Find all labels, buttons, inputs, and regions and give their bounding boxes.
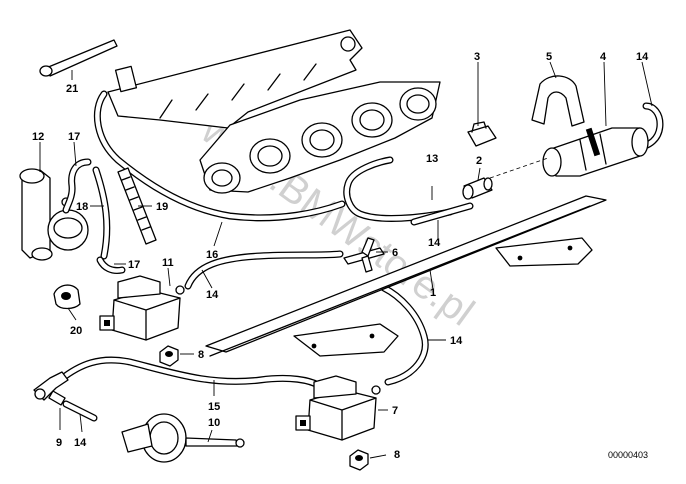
sleeve-19	[117, 167, 157, 245]
canister-clamp	[531, 75, 585, 127]
cable-tie	[39, 39, 118, 77]
hose-13	[343, 156, 454, 222]
hose-14-right	[380, 284, 429, 386]
callout-15: 15	[208, 401, 220, 413]
vacuum-unit	[121, 413, 245, 463]
thermo-valve	[19, 168, 89, 261]
callout-20: 20	[70, 325, 82, 337]
callout-14-bottom: 14	[74, 437, 87, 449]
callout-2: 2	[476, 155, 482, 167]
grommet	[53, 284, 81, 310]
check-valve	[462, 177, 493, 200]
elbow-connector	[33, 371, 69, 406]
leader-lines	[39, 61, 653, 459]
hose-clip	[467, 121, 497, 147]
callout-14-filter: 14	[428, 237, 441, 249]
hose-14-filter	[410, 202, 474, 226]
callout-18: 18	[76, 201, 88, 213]
callout-14-right: 14	[450, 335, 463, 347]
intake-manifold	[107, 29, 441, 194]
hose-17-upper	[62, 158, 92, 214]
hose-18	[92, 166, 111, 260]
hose-16	[93, 90, 346, 222]
hose-14-valve	[184, 250, 344, 290]
callout-17-lower: 17	[128, 259, 140, 271]
callout-4: 4	[600, 51, 607, 63]
callout-1: 1	[430, 287, 436, 299]
callout-14-top: 14	[636, 51, 649, 63]
callout-13: 13	[426, 153, 438, 165]
callout-14-valve: 14	[206, 289, 219, 301]
callout-6: 6	[392, 247, 398, 259]
callout-8-lower: 8	[394, 449, 400, 461]
callout-12: 12	[32, 131, 44, 143]
hose-14-short	[62, 400, 98, 422]
callout-3: 3	[474, 51, 480, 63]
hose-17-lower	[96, 256, 126, 274]
callout-7: 7	[392, 405, 398, 417]
nut-8-lower	[349, 449, 369, 471]
callout-11: 11	[162, 257, 174, 269]
callout-9: 9	[56, 437, 62, 449]
callout-10: 10	[208, 417, 220, 429]
alignment-line	[489, 157, 549, 179]
callout-16: 16	[206, 249, 218, 261]
callouts: 1 2 3 4 5 6 7 8 8 9 10 11 12 13 14 14 14…	[32, 51, 649, 461]
t-connector	[343, 237, 385, 273]
hose-15	[56, 356, 324, 390]
solenoid-valve-11	[99, 275, 185, 341]
callout-21: 21	[66, 83, 78, 95]
callout-17-upper: 17	[68, 131, 80, 143]
document-number: 00000403	[608, 450, 648, 460]
canister	[542, 127, 649, 177]
solenoid-valve-7	[295, 375, 381, 441]
nut-8-upper	[159, 345, 179, 367]
callout-5: 5	[546, 51, 552, 63]
callout-8-upper: 8	[198, 349, 204, 361]
callout-19: 19	[156, 201, 168, 213]
mounting-rail	[205, 195, 607, 357]
